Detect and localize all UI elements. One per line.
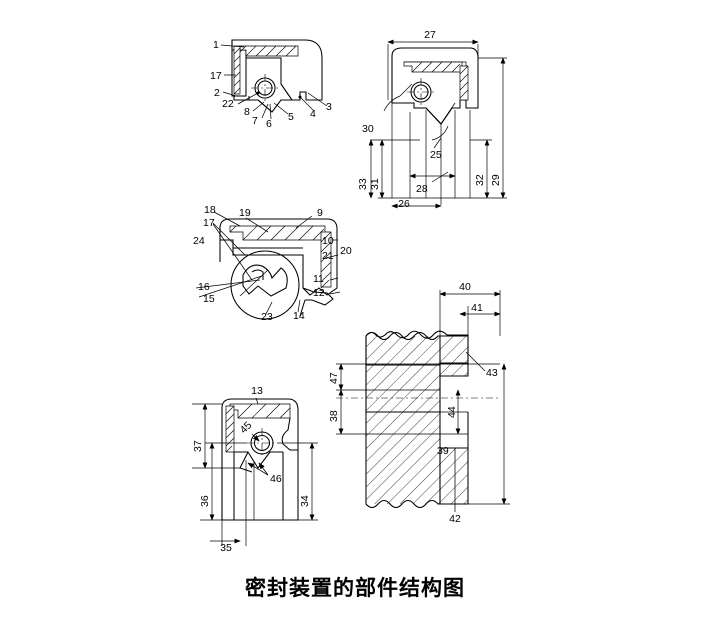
callout-5: 5 bbox=[288, 111, 294, 123]
dim-36: 36 bbox=[199, 495, 211, 507]
callout-14: 14 bbox=[293, 310, 305, 322]
callout-8: 8 bbox=[244, 106, 250, 118]
view-middle-left: 18 17 24 19 9 10 20 21 16 15 23 14 11 12 bbox=[193, 204, 352, 323]
callout-17b: 17 bbox=[203, 217, 215, 229]
dim-38: 38 bbox=[328, 410, 340, 422]
callout-3: 3 bbox=[326, 101, 332, 113]
dim-35: 35 bbox=[220, 542, 232, 554]
dim-28: 28 bbox=[416, 183, 428, 195]
callout-11: 11 bbox=[313, 273, 324, 285]
callout-17: 17 bbox=[210, 70, 222, 82]
dim-47: 47 bbox=[328, 372, 340, 384]
view-bottom-left: 13 45 46 37 36 bbox=[192, 385, 318, 554]
dim-41: 41 bbox=[471, 302, 483, 314]
callout-7: 7 bbox=[252, 115, 258, 127]
callout-6: 6 bbox=[266, 118, 272, 130]
callout-16: 16 bbox=[198, 281, 210, 293]
callout-12: 12 bbox=[313, 287, 325, 299]
callout-15: 15 bbox=[203, 293, 215, 305]
dim-33: 33 bbox=[357, 178, 369, 190]
dim-29: 29 bbox=[490, 174, 502, 186]
dim-43: 43 bbox=[486, 367, 498, 379]
callout-2: 2 bbox=[214, 87, 220, 99]
callout-10: 10 bbox=[322, 235, 334, 247]
dim-32: 32 bbox=[474, 174, 486, 186]
dim-27: 27 bbox=[424, 29, 436, 41]
callout-46: 46 bbox=[270, 473, 282, 485]
dim-34: 34 bbox=[299, 495, 311, 507]
callout-13: 13 bbox=[251, 385, 263, 397]
dim-44: 44 bbox=[446, 406, 458, 418]
dim-42: 42 bbox=[449, 513, 461, 525]
dim-25: 25 bbox=[430, 149, 442, 161]
callout-20: 20 bbox=[340, 245, 352, 257]
dim-26: 26 bbox=[398, 198, 410, 210]
callout-23: 23 bbox=[261, 311, 273, 323]
callout-18: 18 bbox=[204, 204, 216, 216]
callout-19: 19 bbox=[239, 207, 251, 219]
figure-caption: 密封装置的部件结构图 bbox=[245, 576, 465, 600]
dim-31: 31 bbox=[369, 178, 381, 190]
callout-1: 1 bbox=[213, 39, 219, 51]
callout-9: 9 bbox=[317, 207, 323, 219]
dim-39: 39 bbox=[437, 445, 449, 457]
view-bottom-right: 40 41 43 47 38 bbox=[328, 281, 510, 525]
view-top-left: 1 17 2 22 8 7 6 5 4 3 bbox=[210, 39, 332, 130]
dim-37: 37 bbox=[192, 440, 204, 452]
callout-45: 45 bbox=[238, 419, 255, 436]
dim-40: 40 bbox=[459, 281, 471, 293]
callout-4: 4 bbox=[310, 108, 316, 120]
view-top-right: 27 30 25 28 bbox=[357, 29, 507, 210]
dim-30: 30 bbox=[362, 123, 374, 135]
callout-24: 24 bbox=[193, 235, 205, 247]
callout-21: 21 bbox=[322, 250, 334, 262]
callout-22: 22 bbox=[222, 98, 234, 110]
